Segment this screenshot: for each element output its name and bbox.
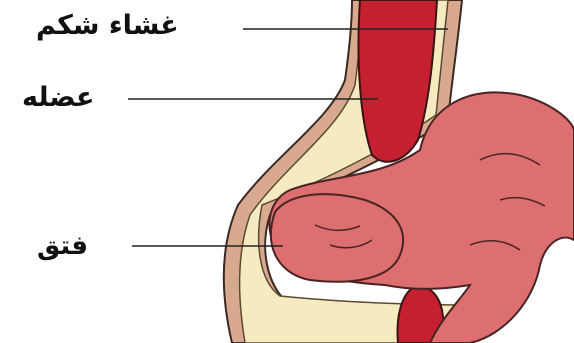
label-muscle: عضله: [22, 84, 94, 111]
label-hernia: فتق: [37, 233, 88, 259]
herniated-bowel: [271, 194, 403, 282]
label-peritoneum: غشاء شکم: [36, 12, 179, 39]
